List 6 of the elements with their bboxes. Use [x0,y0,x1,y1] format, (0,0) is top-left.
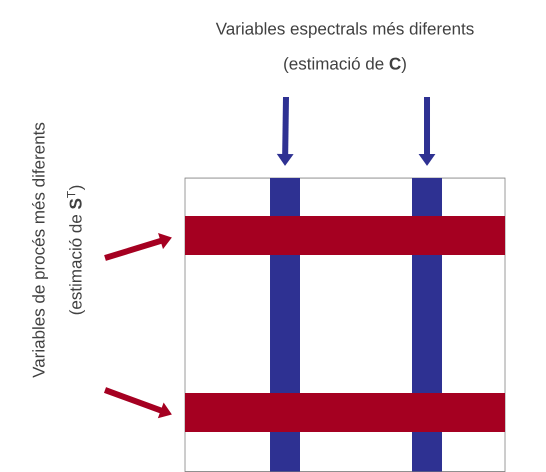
row-bar [185,393,505,432]
heading-text: Variables de procés més diferents [32,122,48,378]
heading-text: Variables espectrals més diferents [216,22,474,38]
heading-text: (estimació de S$^{T}$) [67,186,85,314]
heading-text: (estimació de C) [284,56,406,73]
row-bar [185,216,505,255]
